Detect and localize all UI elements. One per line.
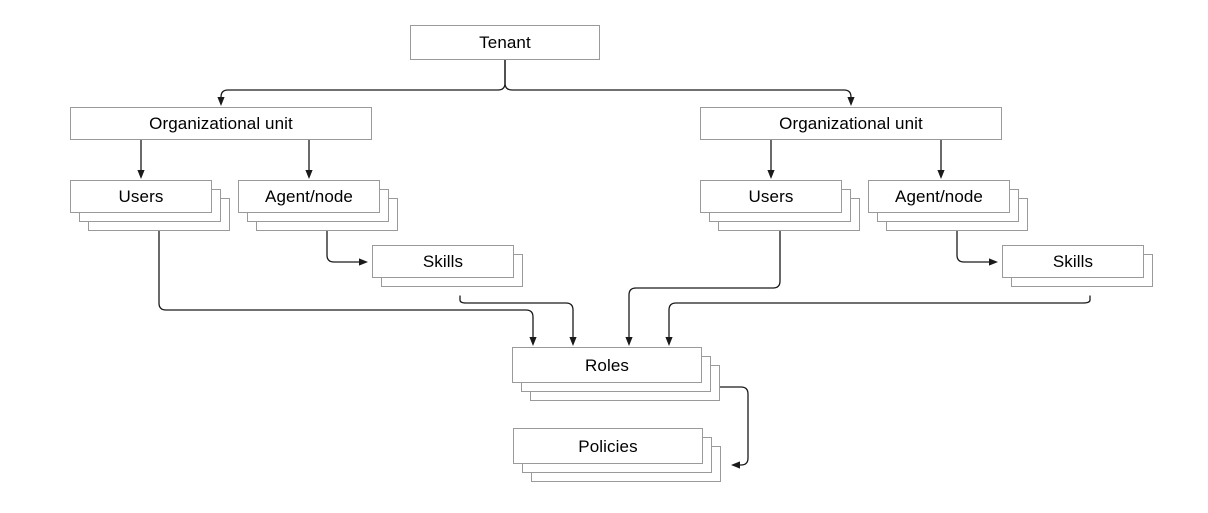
node-ou-right[interactable]: Organizational unit	[700, 107, 1002, 140]
node-ou-left[interactable]: Organizational unit	[70, 107, 372, 140]
node-card-front: Agent/node	[868, 180, 1010, 213]
edge-users-right-to-roles	[628, 230, 781, 344]
node-label-users-left: Users	[118, 187, 164, 206]
arrowhead-roles-to-policies	[731, 461, 740, 469]
arrowhead-tenant-to-ou-right	[847, 97, 855, 106]
node-users-left[interactable]: Users	[70, 180, 230, 231]
node-card-front: Tenant	[410, 25, 600, 60]
node-label-agent-left: Agent/node	[265, 187, 353, 206]
node-skills-right[interactable]: Skills	[1002, 245, 1153, 287]
node-label-users-right: Users	[748, 187, 794, 206]
node-card-front: Users	[70, 180, 212, 213]
edge-roles-to-policies	[719, 386, 749, 466]
edge-tenant-to-ou-left	[220, 59, 506, 104]
edge-skills-left-to-roles	[459, 295, 574, 344]
node-policies[interactable]: Policies	[513, 428, 721, 482]
arrowhead-users-left-to-roles	[529, 337, 537, 346]
arrowhead-ou-right-to-users	[767, 170, 775, 179]
node-card-front: Organizational unit	[700, 107, 1002, 140]
arrowhead-skills-right-to-roles	[665, 337, 673, 346]
arrowhead-ou-left-to-agent	[305, 170, 313, 179]
arrowhead-ou-left-to-users	[137, 170, 145, 179]
node-card-front: Skills	[372, 245, 514, 278]
edge-agent-left-to-skills	[326, 230, 365, 263]
node-card-front: Policies	[513, 428, 703, 464]
edge-tenant-to-ou-right	[504, 59, 852, 104]
arrowhead-agent-left-to-skills	[359, 258, 368, 266]
arrowhead-tenant-to-ou-left	[217, 97, 225, 106]
node-agent-left[interactable]: Agent/node	[238, 180, 398, 231]
arrowhead-skills-left-to-roles	[569, 337, 577, 346]
arrowhead-ou-right-to-agent	[937, 170, 945, 179]
edge-skills-right-to-roles	[668, 295, 1091, 344]
arrowhead-users-right-to-roles	[625, 337, 633, 346]
node-card-front: Users	[700, 180, 842, 213]
node-label-tenant: Tenant	[479, 33, 531, 52]
node-agent-right[interactable]: Agent/node	[868, 180, 1028, 231]
node-label-ou-right: Organizational unit	[779, 114, 923, 133]
node-label-ou-left: Organizational unit	[149, 114, 293, 133]
node-card-front: Agent/node	[238, 180, 380, 213]
node-label-skills-right: Skills	[1052, 252, 1094, 271]
node-label-roles: Roles	[585, 355, 629, 375]
node-card-front: Skills	[1002, 245, 1144, 278]
node-tenant[interactable]: Tenant	[410, 25, 600, 60]
arrowhead-agent-right-to-skills	[989, 258, 998, 266]
node-skills-left[interactable]: Skills	[372, 245, 523, 287]
node-roles[interactable]: Roles	[512, 347, 720, 401]
node-label-policies: Policies	[578, 436, 638, 456]
node-card-front: Organizational unit	[70, 107, 372, 140]
node-label-agent-right: Agent/node	[895, 187, 983, 206]
node-users-right[interactable]: Users	[700, 180, 860, 231]
edge-agent-right-to-skills	[956, 230, 995, 263]
node-label-skills-left: Skills	[422, 252, 464, 271]
node-card-front: Roles	[512, 347, 702, 383]
